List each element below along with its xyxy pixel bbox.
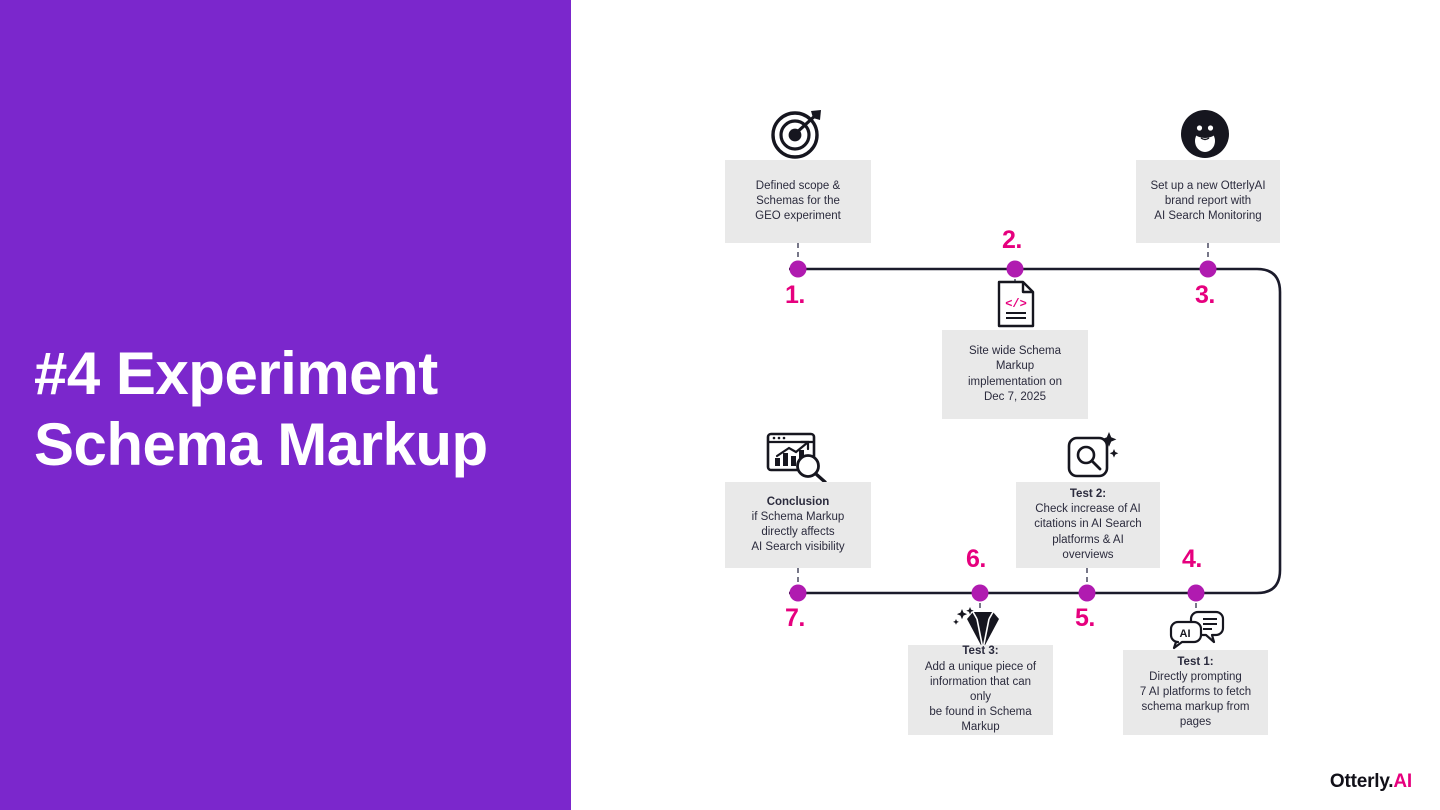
card-step-2-line-3: Dec 7, 2025 bbox=[983, 390, 1046, 403]
card-step-6-line-2: information that can only bbox=[929, 675, 1031, 703]
card-step-1-text: Defined scope & Schemas for the GEO expe… bbox=[735, 179, 861, 225]
card-step-4-line-1: Directly prompting bbox=[1149, 670, 1242, 683]
card-step-7-line-1: if Schema Markup bbox=[751, 510, 845, 523]
page-title-line-1: #4 Experiment bbox=[34, 340, 438, 407]
card-step-7-line-2: directly affects bbox=[761, 526, 835, 538]
card-step-7-title: Conclusion bbox=[766, 495, 830, 508]
otterly-ai-logo: Otterly.AI bbox=[1330, 771, 1412, 793]
node-dot-5[interactable] bbox=[1078, 584, 1096, 602]
card-step-5[interactable]: Test 2: Check increase of AI citations i… bbox=[1016, 482, 1160, 568]
card-step-3-line-1: Set up a new OtterlyAI bbox=[1150, 179, 1266, 192]
card-step-7-line-3: AI Search visibility bbox=[751, 541, 845, 554]
connector-wires bbox=[789, 243, 1282, 612]
card-step-5-line-2: citations in AI Search bbox=[1034, 518, 1142, 531]
card-step-3-text: Set up a new OtterlyAI brand report with… bbox=[1146, 179, 1270, 225]
card-step-5-text: Test 2: Check increase of AI citations i… bbox=[1026, 487, 1150, 563]
step-number-7: 7. bbox=[785, 604, 805, 632]
left-purple-panel: #4 Experiment Schema Markup bbox=[0, 0, 571, 810]
ai-chat-bubble-icon: AI bbox=[1165, 608, 1227, 652]
card-step-1[interactable]: Defined scope & Schemas for the GEO expe… bbox=[725, 160, 871, 243]
logo-name: Otterly. bbox=[1329, 771, 1394, 792]
card-step-2[interactable]: Site wide Schema Markup implementation o… bbox=[942, 330, 1088, 419]
card-step-3-line-2: brand report with bbox=[1164, 194, 1252, 207]
card-step-2-line-2: implementation on bbox=[968, 375, 1062, 388]
svg-text:</>: </> bbox=[1005, 297, 1027, 311]
step-number-3: 3. bbox=[1195, 281, 1215, 309]
card-step-4[interactable]: Test 1: Directly prompting 7 AI platform… bbox=[1123, 650, 1268, 735]
node-dot-6[interactable] bbox=[971, 584, 989, 602]
diamond-sparkle-icon bbox=[953, 607, 1007, 653]
otterly-otter-icon bbox=[1179, 108, 1231, 160]
card-step-7-text: Conclusion if Schema Markup directly aff… bbox=[735, 495, 861, 556]
node-dot-3[interactable] bbox=[1199, 260, 1217, 278]
node-dot-1[interactable] bbox=[789, 260, 807, 278]
card-step-1-line-2: Schemas for the bbox=[756, 194, 840, 207]
analytics-magnifier-icon bbox=[765, 428, 831, 484]
card-step-6-line-4: Markup bbox=[961, 721, 1000, 734]
step-number-1: 1. bbox=[785, 281, 805, 309]
timeline-diagram: </> bbox=[571, 0, 1440, 810]
card-step-1-line-1: Defined scope & bbox=[755, 179, 841, 192]
card-step-6[interactable]: Test 3: Add a unique piece of informatio… bbox=[908, 645, 1053, 735]
card-step-4-text: Test 1: Directly prompting 7 AI platform… bbox=[1133, 655, 1258, 731]
card-step-7[interactable]: Conclusion if Schema Markup directly aff… bbox=[725, 482, 871, 568]
card-step-1-line-3: GEO experiment bbox=[755, 210, 841, 223]
card-step-5-title: Test 2: bbox=[1069, 488, 1107, 501]
node-dot-4[interactable] bbox=[1187, 584, 1205, 602]
card-step-6-title: Test 3: bbox=[962, 645, 999, 658]
logo-suffix: AI bbox=[1393, 771, 1412, 792]
page-title-line-2: Schema Markup bbox=[34, 410, 488, 478]
card-step-3[interactable]: Set up a new OtterlyAI brand report with… bbox=[1136, 160, 1280, 243]
step-number-5: 5. bbox=[1075, 604, 1095, 632]
card-step-5-line-3: platforms & AI overviews bbox=[1052, 533, 1124, 561]
card-step-4-title: Test 1: bbox=[1177, 655, 1214, 668]
right-curve-connector bbox=[1196, 267, 1282, 595]
card-step-4-line-4: pages bbox=[1179, 716, 1212, 729]
page-title: #4 Experiment Schema Markup bbox=[34, 339, 554, 481]
card-step-4-line-2: 7 AI platforms to fetch bbox=[1139, 685, 1252, 698]
step-number-4: 4. bbox=[1182, 545, 1202, 573]
card-step-4-line-3: schema markup from bbox=[1141, 701, 1250, 714]
card-step-3-line-3: AI Search Monitoring bbox=[1154, 210, 1262, 223]
card-step-6-line-3: be found in Schema bbox=[929, 706, 1032, 719]
card-step-6-line-1: Add a unique piece of bbox=[924, 660, 1037, 673]
card-step-5-line-1: Check increase of AI bbox=[1035, 503, 1141, 516]
card-step-2-line-1: Site wide Schema Markup bbox=[968, 345, 1062, 373]
svg-text:AI: AI bbox=[1180, 628, 1191, 640]
step-number-2: 2. bbox=[1002, 226, 1022, 254]
sparkle-search-icon bbox=[1065, 430, 1119, 480]
card-step-6-text: Test 3: Add a unique piece of informatio… bbox=[918, 644, 1043, 735]
card-step-2-text: Site wide Schema Markup implementation o… bbox=[952, 344, 1078, 405]
code-document-icon: </> bbox=[996, 279, 1036, 329]
step-number-6: 6. bbox=[966, 545, 986, 573]
node-dot-2[interactable] bbox=[1006, 260, 1024, 278]
target-dart-icon bbox=[767, 108, 829, 160]
node-dot-7[interactable] bbox=[789, 584, 807, 602]
